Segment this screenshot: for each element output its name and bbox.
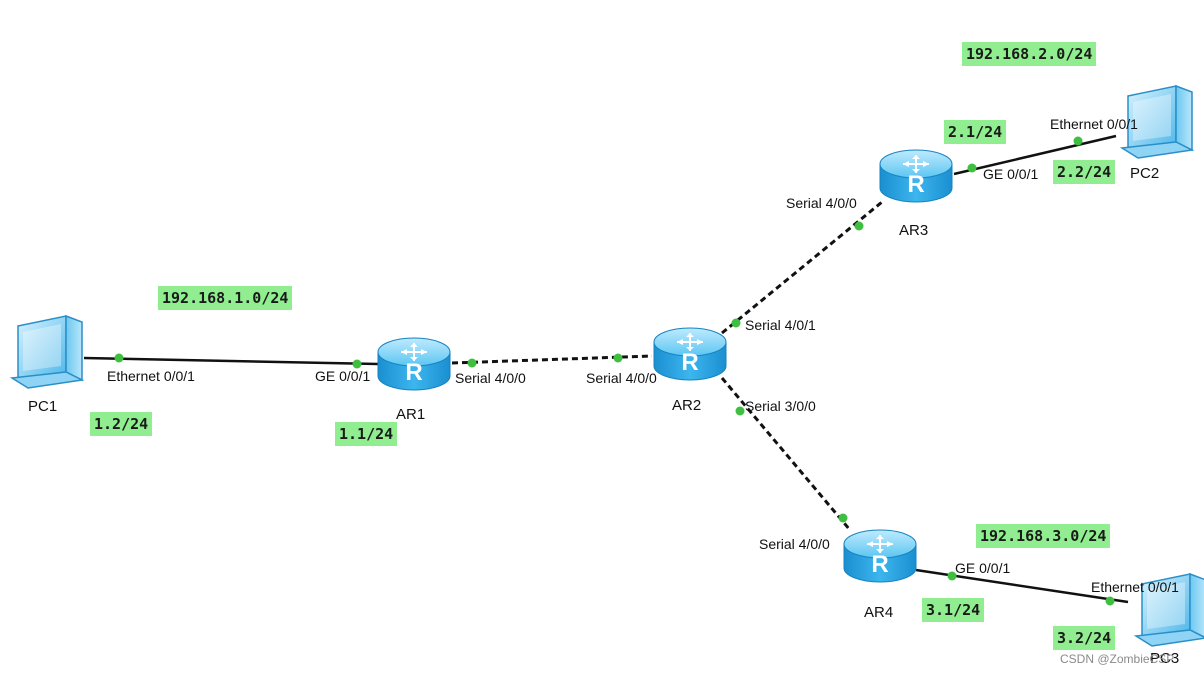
network-label-192-168-1: 192.168.1.0/24 [158, 286, 293, 310]
address-label-pc3: 3.2/24 [1053, 626, 1116, 650]
port-dot-ar4-to-pc3 [947, 571, 957, 581]
address-label-pc1: 1.2/24 [90, 412, 153, 436]
network-label-192-168-2: 192.168.2.0/24 [962, 42, 1097, 66]
device-name-pc3: PC3 [1150, 650, 1180, 667]
device-name-pc2: PC2 [1130, 165, 1160, 182]
link-ar1-ar2-serial [451, 354, 653, 365]
link-pc1-ar1-ethernet [83, 356, 379, 366]
address-label-ar4: 3.1/24 [922, 598, 985, 622]
port-label-pc1-ethernet: Ethernet 0/0/1 [107, 368, 195, 384]
device-name-ar2: AR2 [672, 397, 702, 414]
port-label-ar2-serial-3-0-0: Serial 3/0/0 [745, 398, 816, 414]
device-name-ar3: AR3 [899, 222, 929, 239]
device-name-ar4: AR4 [864, 604, 894, 621]
port-dot-ar3-to-ar2 [854, 221, 864, 231]
address-label-ar3: 2.1/24 [944, 120, 1007, 144]
port-label-pc2-ethernet: Ethernet 0/0/1 [1050, 116, 1138, 132]
ar1-device[interactable] [377, 337, 451, 391]
router-icon [377, 337, 451, 391]
port-label-ar3-serial: Serial 4/0/0 [786, 195, 857, 211]
port-dot-pc3-to-ar4 [1105, 596, 1115, 606]
address-label-ar1: 1.1/24 [335, 422, 398, 446]
router-icon [843, 529, 917, 583]
ar2-device[interactable] [653, 327, 727, 381]
router-icon [879, 149, 953, 203]
address-label-pc2: 2.2/24 [1053, 160, 1116, 184]
port-dot-pc1-to-ar1 [114, 353, 124, 363]
port-label-ar1-ge: GE 0/0/1 [315, 368, 371, 384]
port-label-ar3-ge: GE 0/0/1 [983, 166, 1039, 182]
port-dot-ar2-to-ar3 [731, 318, 741, 328]
device-name-pc1: PC1 [28, 398, 58, 415]
ar3-device[interactable] [879, 149, 953, 203]
port-dot-ar2-to-ar4 [735, 406, 745, 416]
port-label-ar2-serial-4-0-1: Serial 4/0/1 [745, 317, 816, 333]
port-dot-ar1-to-pc1 [352, 359, 362, 369]
port-dot-ar3-to-pc2 [967, 163, 977, 173]
network-label-192-168-3: 192.168.3.0/24 [976, 524, 1111, 548]
port-dot-pc2-to-ar3 [1073, 136, 1083, 146]
port-label-pc3-ethernet: Ethernet 0/0/1 [1091, 579, 1179, 595]
port-label-ar1-serial: Serial 4/0/0 [455, 370, 526, 386]
link-ar3-pc2-ethernet [953, 134, 1117, 176]
device-name-ar1: AR1 [396, 406, 426, 423]
link-ar2-ar4-serial [720, 377, 852, 531]
port-label-ar4-serial: Serial 4/0/0 [759, 536, 830, 552]
pc1-device[interactable] [11, 315, 83, 389]
watermark: CSDN @ZombieCSP [1060, 652, 1175, 666]
port-dot-ar1-to-ar2 [467, 358, 477, 368]
pc-icon [11, 315, 83, 389]
port-label-ar4-ge: GE 0/0/1 [955, 560, 1011, 576]
ar4-device[interactable] [843, 529, 917, 583]
port-label-ar2-serial-4-0-0: Serial 4/0/0 [586, 370, 657, 386]
port-dot-ar4-to-ar2 [838, 513, 848, 523]
router-icon [653, 327, 727, 381]
port-dot-ar2-to-ar1 [613, 353, 623, 363]
